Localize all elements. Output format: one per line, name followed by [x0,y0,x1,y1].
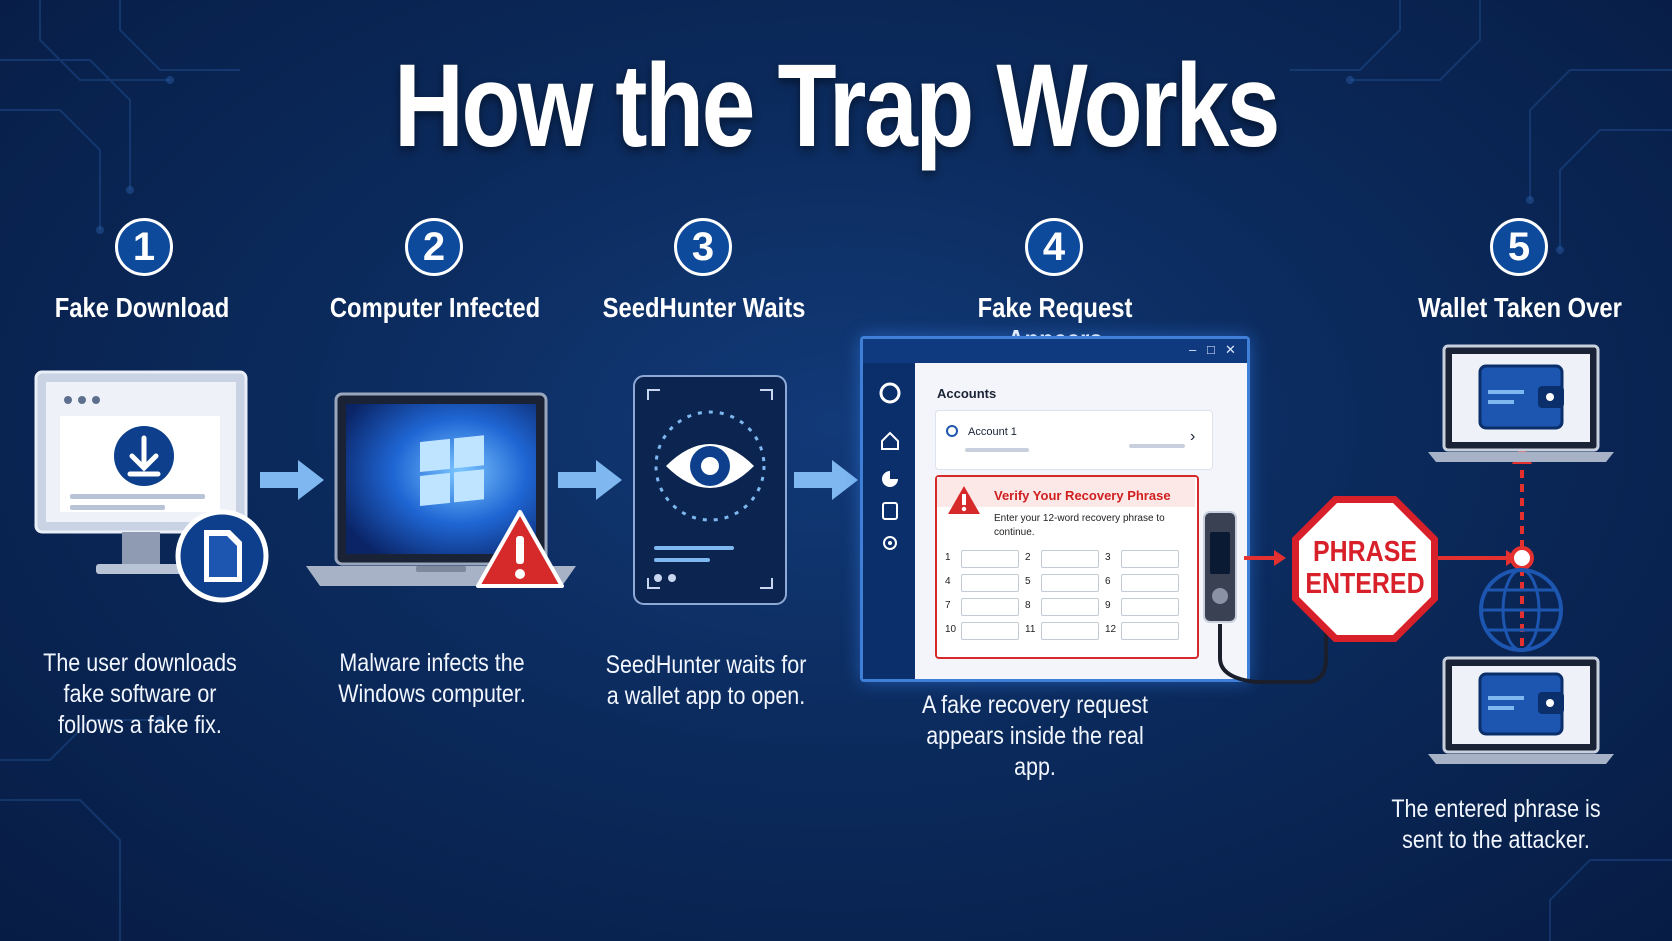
chart-icon [882,471,898,487]
account-name: Account 1 [968,426,1017,438]
stop-sign-text: PHRASE ENTERED [1288,536,1441,600]
word-number: 8 [1025,600,1031,611]
arrow-right-icon [260,460,324,500]
word-input[interactable] [961,598,1019,616]
app-sidebar [863,363,915,679]
data-flow-lines [1244,444,1534,646]
warning-icon [948,486,980,514]
minimize-icon[interactable]: – [1189,342,1197,357]
step-3-description: SeedHunter waits for a wallet app to ope… [605,651,807,710]
stop-line-2: ENTERED [1305,568,1425,600]
step-5-description: The entered phrase is sent to the attack… [1391,795,1601,854]
word-number: 6 [1105,576,1111,587]
maximize-icon[interactable]: □ [1207,342,1215,357]
list-icon [882,502,898,520]
word-number: 1 [945,552,951,563]
word-input[interactable] [1041,550,1099,568]
step-4-description: A fake recovery request appears inside t… [922,691,1148,781]
word-input[interactable] [1121,622,1179,640]
close-icon[interactable]: ✕ [1225,342,1236,357]
word-number: 7 [945,600,951,611]
account-radio-icon[interactable] [945,424,959,438]
word-number: 3 [1105,552,1111,563]
step-3-badge: 3 [674,218,732,276]
step-4-badge: 4 [1025,218,1083,276]
recovery-prompt-text: Enter your 12-word recovery phrase to co… [994,513,1165,538]
logo-icon [879,382,901,404]
word-input[interactable] [1121,598,1179,616]
arrow-right-icon [794,460,858,500]
word-number: 2 [1025,552,1031,563]
account-placeholder-lines [965,444,1185,452]
window-titlebar [863,339,1247,363]
word-input[interactable] [961,574,1019,592]
account-card[interactable] [935,410,1213,470]
word-number: 9 [1105,600,1111,611]
arrow-right-icon [558,460,622,500]
word-input[interactable] [1121,574,1179,592]
word-input[interactable] [1041,622,1099,640]
accounts-label: Accounts [937,386,997,401]
step-1-title: Fake Download [54,292,230,323]
home-icon [881,431,899,450]
page-title: How the Trap Works [393,40,1281,172]
word-number: 11 [1025,624,1036,635]
word-input[interactable] [1041,598,1099,616]
eye-phone-icon [633,375,787,605]
step-1-badge: 1 [115,218,173,276]
word-input[interactable] [1121,550,1179,568]
word-number: 5 [1025,576,1031,587]
recovery-prompt-header [937,477,1195,507]
word-input[interactable] [1041,574,1099,592]
word-number: 12 [1105,624,1117,635]
step-5-badge: 5 [1490,218,1548,276]
step-2-badge: 2 [405,218,463,276]
step-1-description: The user downloads fake software or foll… [43,649,237,739]
step-5-title: Wallet Taken Over [1418,292,1622,323]
step-2-description: Malware infects the Windows computer. [338,649,526,708]
stop-sign-icon [1292,496,1438,642]
word-input[interactable] [961,550,1019,568]
download-monitor-icon [34,370,269,603]
word-number: 4 [945,576,951,587]
wallet-laptops-icon [1428,344,1614,764]
infected-laptop-icon [306,392,576,588]
hardware-wallet-icon [1203,511,1328,684]
gear-icon [883,536,897,550]
globe-icon [1479,568,1563,652]
step-3-title: SeedHunter Waits [602,292,806,323]
recovery-prompt-title: Verify Your Recovery Phrase [994,488,1171,503]
chevron-right-icon[interactable]: › [1190,428,1196,445]
step-2-title: Computer Infected [329,292,541,323]
stop-line-1: PHRASE [1313,536,1417,568]
word-number: 10 [945,624,957,635]
sidebar-icons [879,382,901,550]
word-input[interactable] [961,622,1019,640]
